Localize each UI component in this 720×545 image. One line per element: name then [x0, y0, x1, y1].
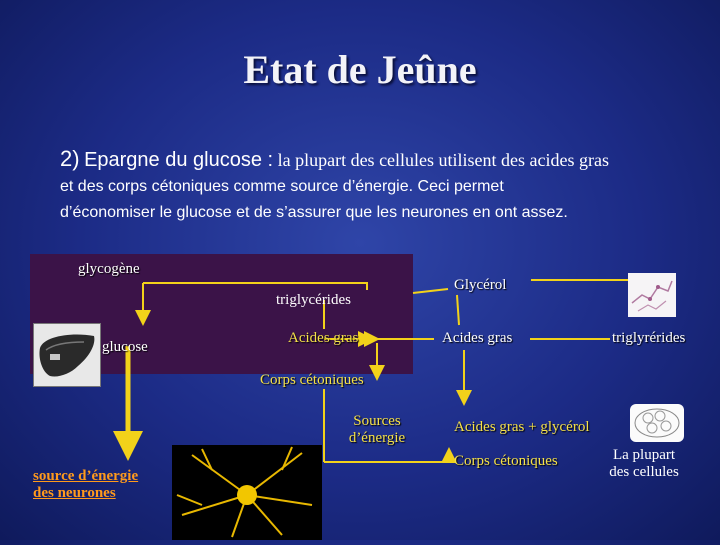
label-glycogene: glycogène [78, 261, 140, 278]
label-sources-energie: Sources d’énergie [346, 413, 408, 447]
label-acides-gras-left: Acides gras [288, 330, 358, 347]
label-corps-cetoniques-2: Corps cétoniques [454, 453, 558, 470]
label-acides-gras-glycerol: Acides gras + glycérol [454, 419, 590, 436]
label-glycerol: Glycérol [454, 277, 506, 294]
label-triglyrerides: triglyrérides [612, 330, 685, 347]
label-triglycerides: triglycérides [276, 292, 351, 309]
label-acides-gras-right: Acides gras [442, 330, 512, 347]
label-glucose: glucose [102, 339, 148, 356]
label-source-energie-neurones: source d’énergie des neurones [33, 468, 138, 502]
label-la-plupart-des-cellules: La plupart des cellules [600, 447, 688, 481]
label-corps-cetoniques: Corps cétoniques [260, 372, 364, 389]
